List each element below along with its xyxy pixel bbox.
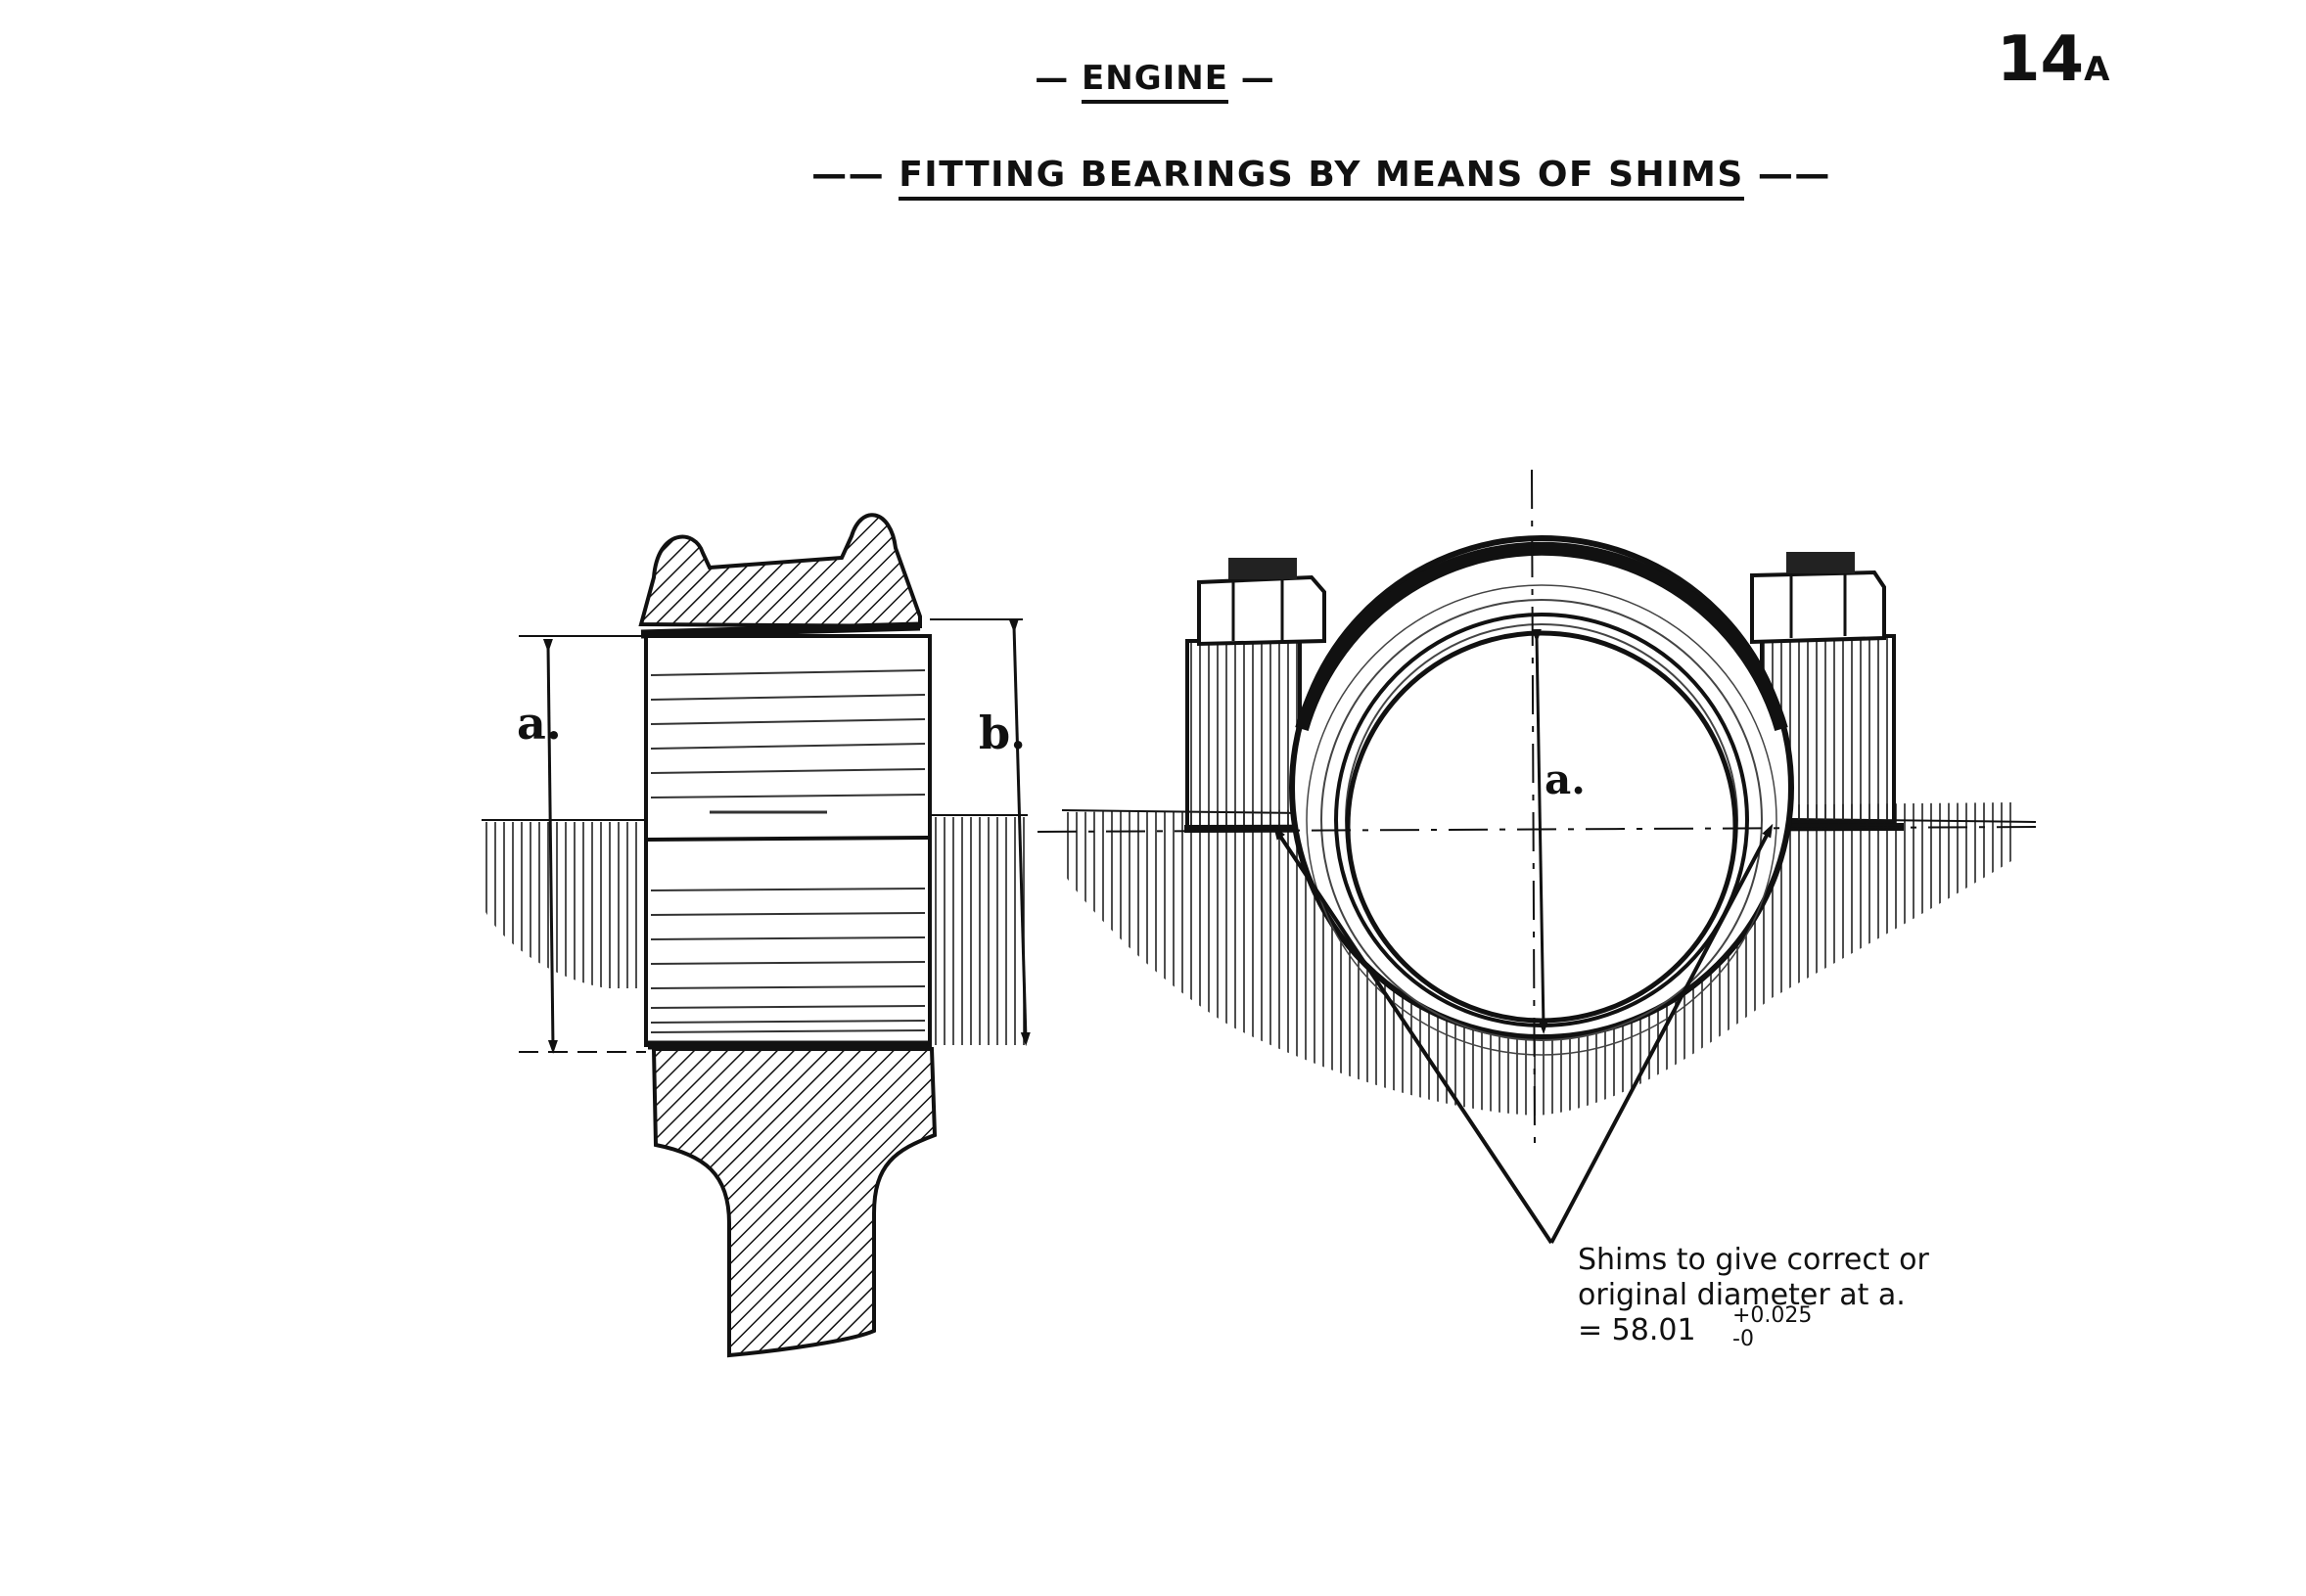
shim-note-line-2: original diameter at a. — [1578, 1278, 1906, 1312]
dimension-b — [1008, 618, 1031, 1046]
bearing-front-view — [1037, 469, 2037, 1245]
label-a-right: a. — [1545, 755, 1586, 803]
rod-cap — [638, 513, 922, 629]
shim-note-value: = 58.01 — [1578, 1313, 1696, 1347]
shim-note-line-1: Shims to give correct or — [1578, 1243, 1929, 1277]
ground-hatch-left — [484, 822, 646, 988]
ground-hatch-right — [930, 817, 1028, 1045]
dimension-a-left — [542, 638, 558, 1054]
dimension-a-right — [1531, 628, 1548, 1034]
label-a-left: a. — [517, 697, 562, 750]
shim-leader-left — [1273, 826, 1553, 1245]
page-title: —— FITTING BEARINGS BY MEANS OF SHIMS —— — [685, 155, 1958, 201]
bolt-nut-right — [1750, 570, 1886, 645]
bolt-nut-left — [1197, 574, 1326, 647]
rod-side-view — [482, 513, 1031, 1358]
section-title: — ENGINE — — [979, 59, 1331, 104]
bolt-boss-left — [1185, 639, 1302, 829]
bolt-end-left — [1228, 558, 1297, 579]
tolerance-minus: -0 — [1732, 1327, 1754, 1351]
page-number: 14A — [1997, 23, 2110, 96]
shim-leader-right — [1549, 823, 1774, 1244]
tolerance-plus: +0.025 — [1732, 1303, 1813, 1328]
shell-lines — [650, 669, 926, 1033]
label-b: b. — [979, 707, 1027, 759]
bolt-end-right — [1786, 552, 1855, 573]
rod-shank — [651, 1047, 938, 1358]
